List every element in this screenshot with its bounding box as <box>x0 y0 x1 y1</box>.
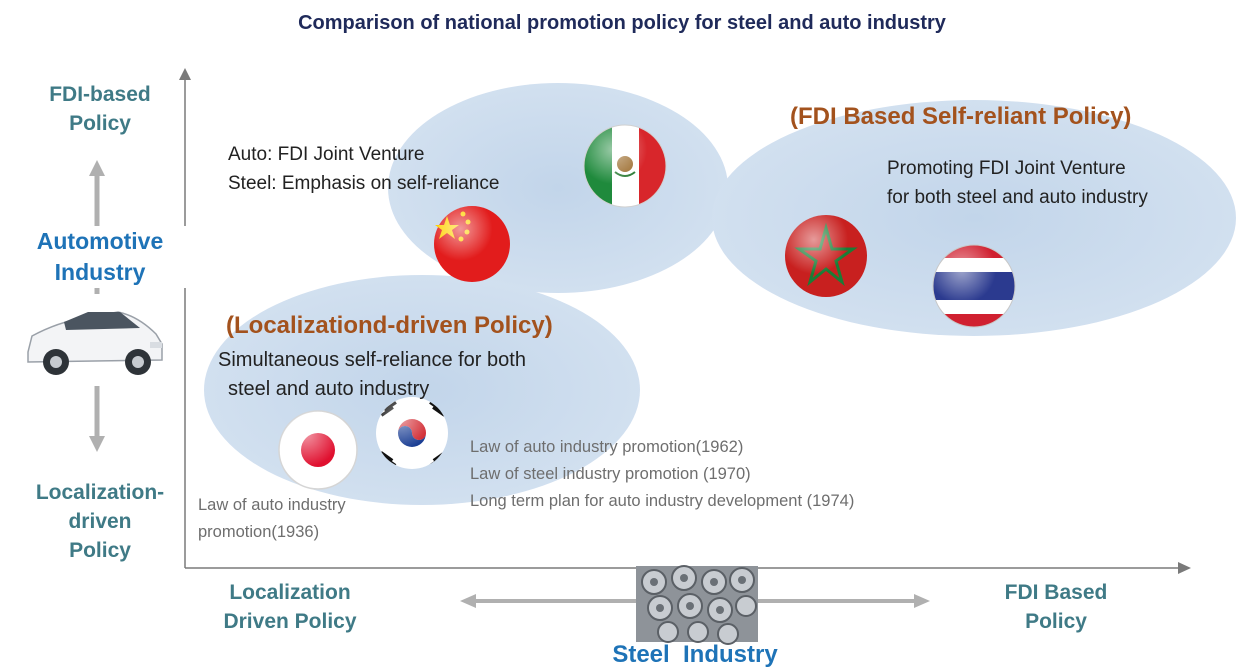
localization-line1: Simultaneous self-reliance for both <box>218 349 526 371</box>
fdi-self-reliant-line1: Promoting FDI Joint Venture <box>887 158 1126 179</box>
steel-coils-icon <box>636 565 758 645</box>
mexico-china-line2: Steel: Emphasis on self-reliance <box>228 173 500 194</box>
korea-law-item: Law of steel industry promotion (1970) <box>470 465 751 483</box>
mexico-china-line1: Auto: FDI Joint Venture <box>228 144 425 165</box>
korea-law-item: Long term plan for auto industry develop… <box>470 492 855 510</box>
y-axis-arrowhead <box>179 68 191 80</box>
localization-text: Simultaneous self-reliance for both stee… <box>218 346 618 404</box>
y-axis-top-label: FDI-based Policy <box>49 83 151 135</box>
mexico-china-text: Auto: FDI Joint Venture Steel: Emphasis … <box>228 140 588 198</box>
thailand-flag-icon <box>932 244 1016 328</box>
japan-law-text: Law of auto industry promotion(1936) <box>198 492 438 546</box>
korea-laws-list: Law of auto industry promotion(1962) Law… <box>470 434 1010 515</box>
japan-law-line1: Law of auto industry <box>198 496 346 514</box>
diagram-title: Comparison of national promotion policy … <box>298 12 946 34</box>
japan-flag-icon <box>278 410 358 490</box>
localization-heading: (Localizationd-driven Policy) <box>226 312 553 339</box>
fdi-self-reliant-heading: (FDI Based Self-reliant Policy) <box>790 103 1132 130</box>
y-axis-middle-label: Automotive Industry <box>10 226 190 288</box>
y-axis-bottom-label: Localization- driven Policy <box>35 481 165 562</box>
x-axis-bottom-label: Steel Industry <box>612 641 778 668</box>
morocco-flag-icon <box>785 215 867 297</box>
china-flag-icon <box>434 206 510 282</box>
fdi-self-reliant-text: Promoting FDI Joint Venture for both ste… <box>887 154 1237 212</box>
x-axis-left-label: Localization Driven Policy <box>223 581 357 633</box>
korea-law-item: Law of auto industry promotion(1962) <box>470 438 744 456</box>
x-axis-arrowhead <box>1178 562 1191 574</box>
fdi-self-reliant-line2: for both steel and auto industry <box>887 187 1148 208</box>
korea-flag-icon <box>376 397 448 469</box>
car-icon <box>20 294 170 386</box>
japan-law-line2: promotion(1936) <box>198 523 320 541</box>
x-axis-right-label: FDI Based Policy <box>1004 581 1108 633</box>
localization-line2: steel and auto industry <box>228 378 430 400</box>
mexico-flag-icon <box>583 124 667 208</box>
